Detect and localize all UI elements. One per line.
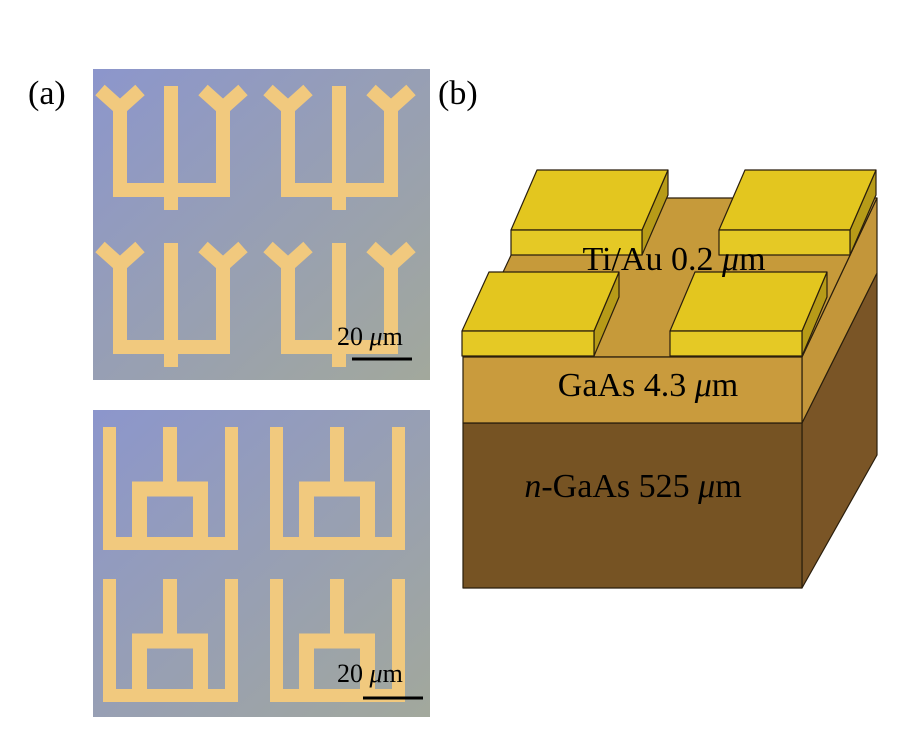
trident-electrode bbox=[268, 86, 411, 210]
micrograph-trident: 20 μm bbox=[93, 69, 430, 380]
metal-pad-front-right bbox=[669, 271, 828, 357]
metal-pad-front-left bbox=[461, 271, 620, 357]
metal-pad-back-right bbox=[718, 169, 877, 256]
metal-pad-back-left bbox=[510, 169, 669, 256]
trident-electrode bbox=[100, 86, 243, 210]
scale-bar-label: 20 μm bbox=[337, 322, 403, 351]
layer-label-gaas: GaAs 4.3 μm bbox=[558, 367, 738, 404]
layer-label-n-gaas: n-GaAs 525 μm bbox=[524, 468, 741, 505]
device-cross-section bbox=[461, 169, 878, 589]
panel-b-label: (b) bbox=[438, 75, 478, 112]
micrograph-ring: 20 μm bbox=[93, 410, 430, 717]
n-gaas-front bbox=[462, 422, 803, 589]
layer-label-ti-au: Ti/Au 0.2 μm bbox=[582, 241, 765, 278]
gaas-front bbox=[462, 356, 803, 424]
trident-electrode bbox=[100, 243, 243, 367]
scale-bar-label: 20 μm bbox=[337, 659, 403, 688]
panel-a-label: (a) bbox=[28, 75, 66, 112]
